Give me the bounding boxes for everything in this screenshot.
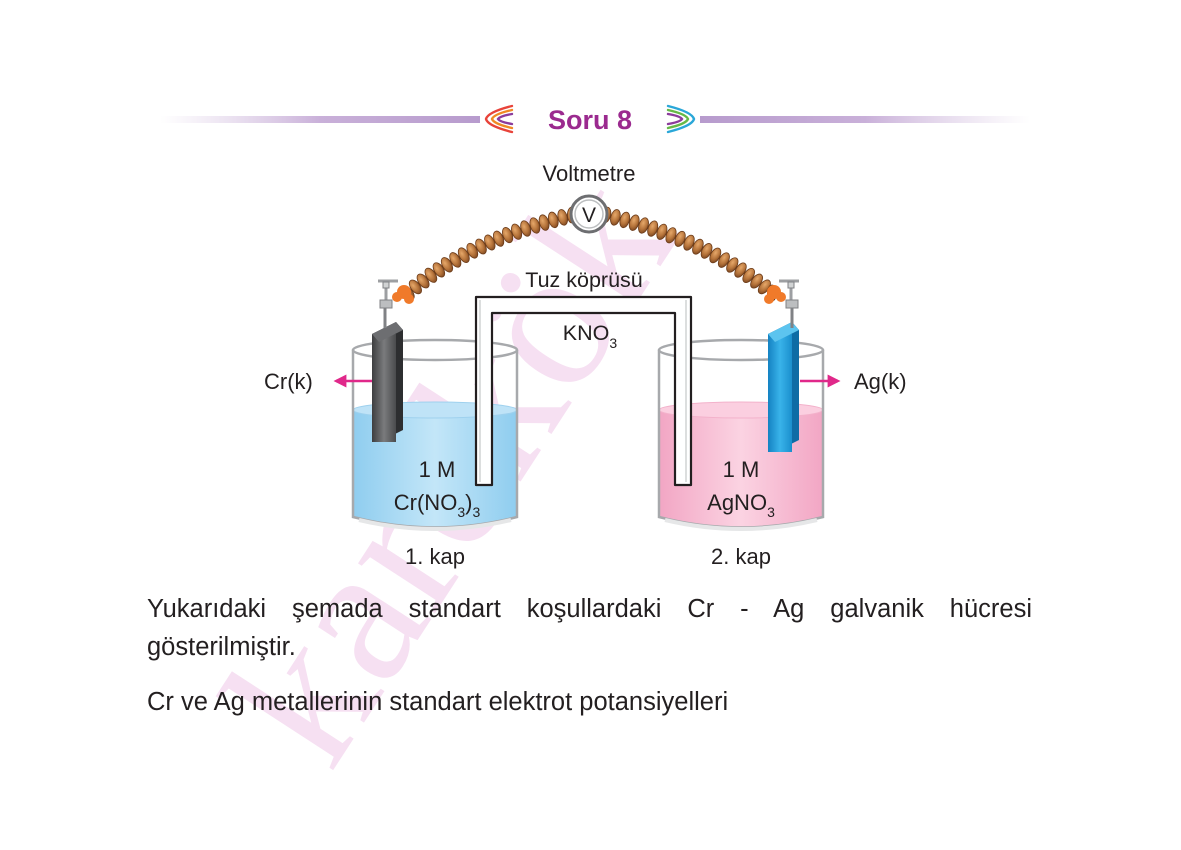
wire-bead	[475, 238, 487, 255]
wire-bead	[674, 230, 686, 247]
right-concentration: 1 M	[723, 457, 760, 482]
wire-bead	[717, 252, 730, 268]
wire-bead	[742, 268, 756, 283]
voltmeter-label: Voltmetre	[543, 161, 636, 186]
wire-bead	[449, 252, 462, 268]
header-line-right	[700, 116, 1030, 123]
wire-bead	[665, 227, 677, 244]
cr-electrode	[372, 308, 403, 442]
question-paragraph-2: Cr ve Ag metallerinin standart elektrot …	[147, 688, 729, 716]
container-1-label: 1. kap	[405, 544, 465, 569]
wire-bead	[700, 243, 713, 259]
wire-bead	[656, 223, 668, 240]
wire-bead	[619, 211, 631, 229]
wire-bead	[734, 262, 747, 278]
voltmeter: Voltmetre V	[543, 161, 636, 234]
wire-bead	[547, 211, 559, 229]
wire-bead	[692, 238, 704, 255]
right-solution-formula: AgNO3	[707, 490, 775, 520]
wire-bead	[726, 257, 739, 273]
wire-bead	[440, 257, 454, 273]
left-clip	[378, 279, 414, 309]
left-chevron-icon	[484, 104, 514, 134]
wire-bead	[610, 209, 621, 226]
wire-bead	[511, 223, 523, 240]
wire-bead	[709, 247, 722, 264]
wire-bead	[628, 214, 640, 231]
cr-electrode-label: Cr(k)	[264, 369, 313, 394]
ag-electrode	[768, 308, 799, 452]
wire-bead	[416, 273, 430, 289]
right-chevron-icon	[666, 104, 696, 134]
left-concentration: 1 M	[419, 457, 456, 482]
wire-bead	[638, 217, 649, 234]
wire-bead	[520, 220, 532, 237]
question-paragraph-1: Yukarıdaki şemada standart koşullardaki …	[147, 595, 1032, 661]
voltmeter-symbol: V	[582, 204, 596, 227]
wire-bead	[683, 234, 695, 251]
header-line-left	[160, 116, 480, 123]
wire-bead	[529, 217, 541, 234]
wire-bead	[408, 279, 422, 295]
wire-bead	[502, 227, 514, 244]
container-2-label: 2. kap	[711, 544, 771, 569]
salt-bridge	[474, 295, 693, 487]
wire-bead	[647, 220, 659, 237]
question-title: Soru 8	[548, 105, 632, 135]
wire-bead	[424, 267, 438, 283]
wire-bead	[750, 273, 764, 289]
wire-bead	[457, 247, 470, 263]
left-solution-formula: Cr(NO3)3	[394, 490, 481, 520]
wire-bead	[466, 242, 479, 259]
voltmeter-dial	[569, 194, 609, 234]
ag-electrode-label: Ag(k)	[854, 369, 907, 394]
salt-bridge-solution: KNO3	[563, 321, 618, 351]
wire-bead	[492, 230, 505, 247]
question-header: Soru 8	[160, 104, 1030, 135]
salt-bridge-label: Tuz köprüsü	[525, 268, 643, 292]
